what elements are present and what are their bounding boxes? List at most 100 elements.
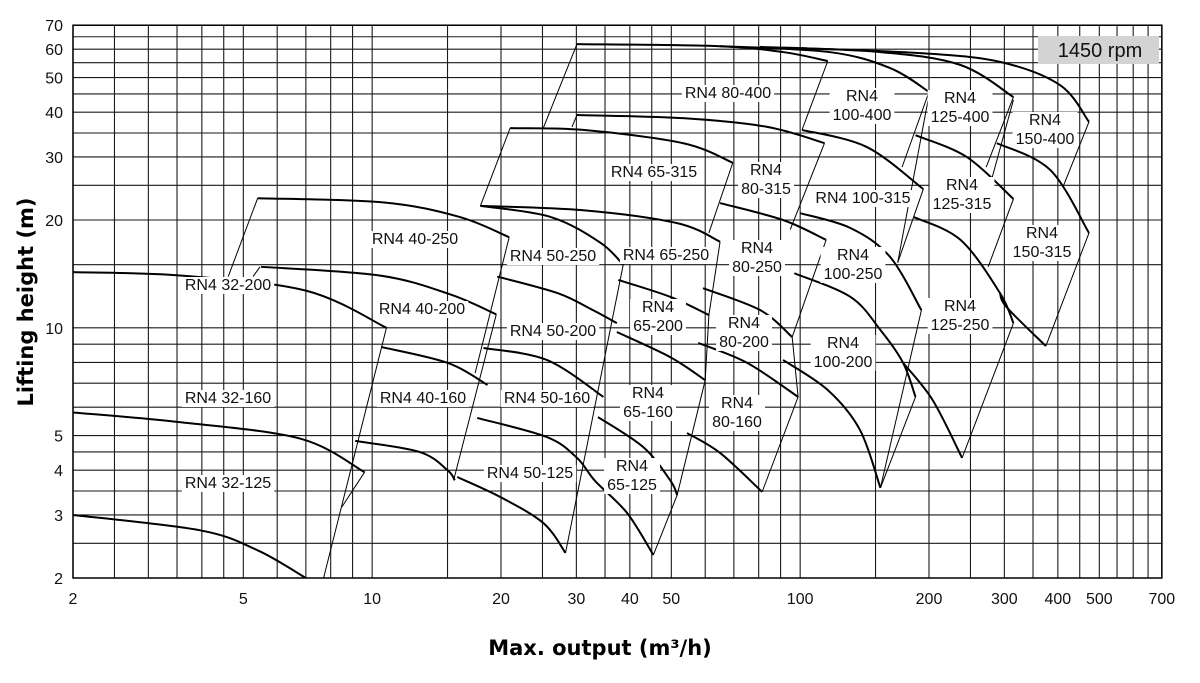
y-tick-label: 2 [54, 571, 63, 588]
x-tick-label: 30 [567, 591, 585, 608]
x-tick-label: 500 [1086, 591, 1113, 608]
series-label: RN4 50-200 [506, 323, 600, 340]
head-flow-curve [456, 476, 567, 554]
operating-range-edge [1062, 121, 1090, 188]
head-flow-curve [257, 197, 510, 239]
head-flow-curve [999, 292, 1047, 347]
series-label: RN4 40-200 [375, 301, 469, 318]
series-label: RN4 65-315 [607, 164, 701, 181]
x-tick-label: 200 [916, 591, 943, 608]
series-label: RN4 32-160 [181, 390, 275, 407]
operating-range-edge [879, 310, 922, 489]
label-background [829, 88, 895, 124]
operating-range-edge [901, 91, 930, 168]
series-label-text: RN4 80-400 [685, 85, 771, 102]
label-background [483, 465, 577, 482]
series-label-text: RN4 50-160 [504, 390, 590, 407]
series-label-text: RN4 65-315 [611, 164, 697, 181]
y-tick-label: 5 [54, 429, 63, 446]
operating-range-edge [789, 142, 825, 230]
head-flow-curve [260, 265, 497, 316]
series-label: RN4 50-160 [500, 390, 594, 407]
series-label: RN4 100-315 [812, 190, 914, 207]
operating-range-edge [474, 237, 510, 374]
operating-range-edge [565, 264, 624, 554]
x-tick-label: 700 [1149, 591, 1176, 608]
curve-layer [73, 43, 1090, 578]
series-label: RN4 32-125 [181, 475, 275, 492]
head-flow-curve [996, 142, 1090, 234]
label-background [376, 390, 470, 407]
operating-range-edge [897, 188, 924, 263]
y-tick-label: 30 [45, 150, 63, 167]
label-background [375, 301, 469, 318]
series-label: RN4 65-250 [619, 247, 713, 264]
x-tick-label: 5 [239, 591, 248, 608]
rpm-badge-background [1038, 36, 1159, 64]
series-label: RN4 80-400 [681, 85, 775, 102]
head-flow-curve [483, 347, 604, 398]
label-background [927, 90, 993, 126]
x-tick-label: 2 [69, 591, 78, 608]
label-background [929, 177, 995, 213]
rpm-badge: 1450 rpm [1038, 36, 1159, 64]
operating-range-edge [479, 128, 511, 207]
operating-range-edge [761, 239, 827, 493]
label-background [820, 247, 886, 283]
operating-range-edge [879, 396, 916, 489]
y-tick-label: 3 [54, 508, 63, 525]
y-tick-label: 4 [54, 463, 63, 480]
label-background [709, 395, 766, 431]
label-background [630, 299, 687, 335]
grid [72, 24, 1163, 579]
series-label-text: RN4 40-250 [372, 231, 458, 248]
rpm-annotation: 1450 rpm [1058, 40, 1143, 62]
label-background [607, 164, 701, 181]
head-flow-curve [719, 202, 827, 241]
head-flow-curve [902, 362, 964, 459]
operating-range-edge [453, 314, 497, 481]
head-flow-curve [576, 113, 825, 145]
label-background [604, 458, 661, 494]
head-flow-curve [510, 127, 734, 164]
label-background [500, 390, 594, 407]
y-tick-label: 70 [45, 18, 63, 35]
x-tick-label: 400 [1044, 591, 1071, 608]
y-tick-label: 20 [45, 213, 63, 230]
label-background [681, 85, 775, 102]
head-flow-curve [480, 204, 624, 266]
x-tick-label: 20 [492, 591, 510, 608]
y-tick-label: 40 [45, 105, 63, 122]
series-label: RN4 40-250 [368, 231, 462, 248]
head-flow-curve [616, 331, 706, 381]
label-background [810, 335, 876, 371]
head-flow-curve [720, 45, 930, 93]
head-flow-curve [73, 513, 307, 578]
series-label: RN4 32-200 [181, 277, 275, 294]
label-background [812, 190, 914, 207]
label-background [181, 277, 275, 294]
